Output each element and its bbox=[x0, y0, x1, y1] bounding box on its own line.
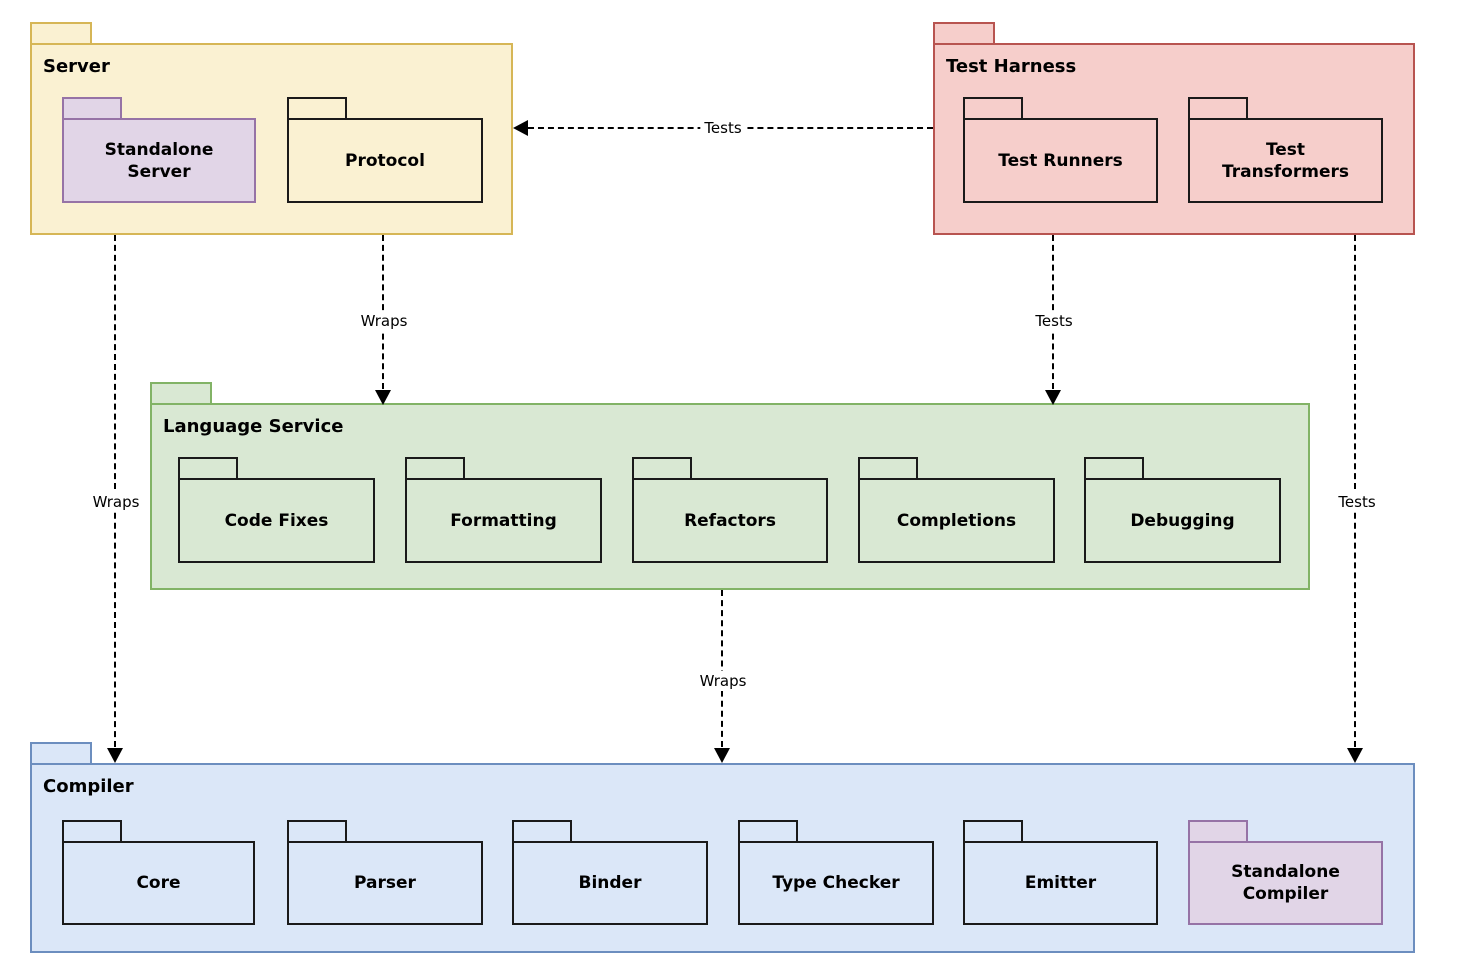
arrow-label: Tests bbox=[1031, 311, 1077, 331]
folder-body: Test Runners bbox=[963, 118, 1158, 203]
arrow-line bbox=[1354, 235, 1356, 747]
package-compiler: Compiler Core Parser Binder Type Checker bbox=[30, 742, 1415, 953]
folder-body: Emitter bbox=[963, 841, 1158, 925]
package-compiler-tab bbox=[30, 742, 92, 763]
folder-tab bbox=[632, 457, 692, 478]
folder-label: Formatting bbox=[450, 510, 557, 531]
folder-body: Standalone Server bbox=[62, 118, 256, 203]
folder-label: Type Checker bbox=[772, 873, 900, 893]
arrowhead-down-icon bbox=[714, 748, 730, 763]
folder-tab bbox=[62, 820, 122, 841]
folder-label: Standalone Server bbox=[104, 139, 214, 182]
arrow-label: Tests bbox=[700, 118, 746, 138]
folder-body: Parser bbox=[287, 841, 483, 925]
folder-body: Core bbox=[62, 841, 255, 925]
folder-label: Test Runners bbox=[998, 150, 1123, 171]
folder-tab bbox=[178, 457, 238, 478]
folder-body: Protocol bbox=[287, 118, 483, 203]
folder-tab bbox=[1188, 97, 1248, 118]
package-test-harness: Test Harness Test Runners Test Transform… bbox=[933, 22, 1415, 235]
arrowhead-left-icon bbox=[513, 120, 528, 136]
folder-body: Formatting bbox=[405, 478, 602, 563]
folder-body: Binder bbox=[512, 841, 708, 925]
arrow-label: Wraps bbox=[88, 492, 144, 512]
folder-body: Type Checker bbox=[738, 841, 934, 925]
folder-label: Completions bbox=[896, 510, 1017, 531]
arrow-label: Wraps bbox=[695, 671, 751, 691]
folder-tab bbox=[405, 457, 465, 478]
arrowhead-down-icon bbox=[1347, 748, 1363, 763]
folder-label: Emitter bbox=[1024, 873, 1097, 893]
arrowhead-down-icon bbox=[1045, 390, 1061, 405]
folder-label: Test Transformers bbox=[1221, 139, 1349, 182]
arrow-line bbox=[721, 590, 723, 747]
package-title: Language Service bbox=[163, 416, 344, 437]
folder-body: Code Fixes bbox=[178, 478, 375, 563]
folder-body: Standalone Compiler bbox=[1188, 841, 1383, 925]
folder-tab bbox=[963, 97, 1023, 118]
folder-tab bbox=[287, 97, 347, 118]
folder-body: Test Transformers bbox=[1188, 118, 1383, 203]
package-test-harness-tab bbox=[933, 22, 995, 43]
package-title: Server bbox=[43, 56, 110, 77]
folder-tab bbox=[62, 97, 122, 118]
folder-tab bbox=[858, 457, 918, 478]
folder-label: Debugging bbox=[1130, 510, 1235, 531]
folder-label: Parser bbox=[354, 873, 416, 893]
package-server: Server Standalone Server Protocol bbox=[30, 22, 513, 235]
folder-label: Protocol bbox=[345, 150, 425, 171]
folder-tab bbox=[287, 820, 347, 841]
folder-body: Completions bbox=[858, 478, 1055, 563]
folder-body: Debugging bbox=[1084, 478, 1281, 563]
folder-tab bbox=[963, 820, 1023, 841]
folder-body: Refactors bbox=[632, 478, 828, 563]
arrow-line bbox=[114, 235, 116, 747]
folder-tab bbox=[512, 820, 572, 841]
folder-tab bbox=[1188, 820, 1248, 841]
folder-tab bbox=[1084, 457, 1144, 478]
folder-label: Standalone Compiler bbox=[1231, 862, 1340, 904]
arrowhead-down-icon bbox=[107, 748, 123, 763]
arrow-label: Tests bbox=[1334, 492, 1380, 512]
folder-label: Binder bbox=[578, 873, 642, 893]
package-language-service-tab bbox=[150, 382, 212, 403]
arrowhead-down-icon bbox=[375, 390, 391, 405]
package-language-service: Language Service Code Fixes Formatting R… bbox=[150, 382, 1310, 590]
package-title: Compiler bbox=[43, 776, 134, 797]
package-title: Test Harness bbox=[946, 56, 1077, 77]
package-server-tab bbox=[30, 22, 92, 43]
arrow-label: Wraps bbox=[356, 311, 412, 331]
folder-label: Refactors bbox=[684, 510, 776, 531]
folder-tab bbox=[738, 820, 798, 841]
folder-label: Code Fixes bbox=[224, 510, 329, 531]
package-compiler-body: Compiler bbox=[30, 763, 1415, 953]
folder-label: Core bbox=[136, 873, 181, 893]
